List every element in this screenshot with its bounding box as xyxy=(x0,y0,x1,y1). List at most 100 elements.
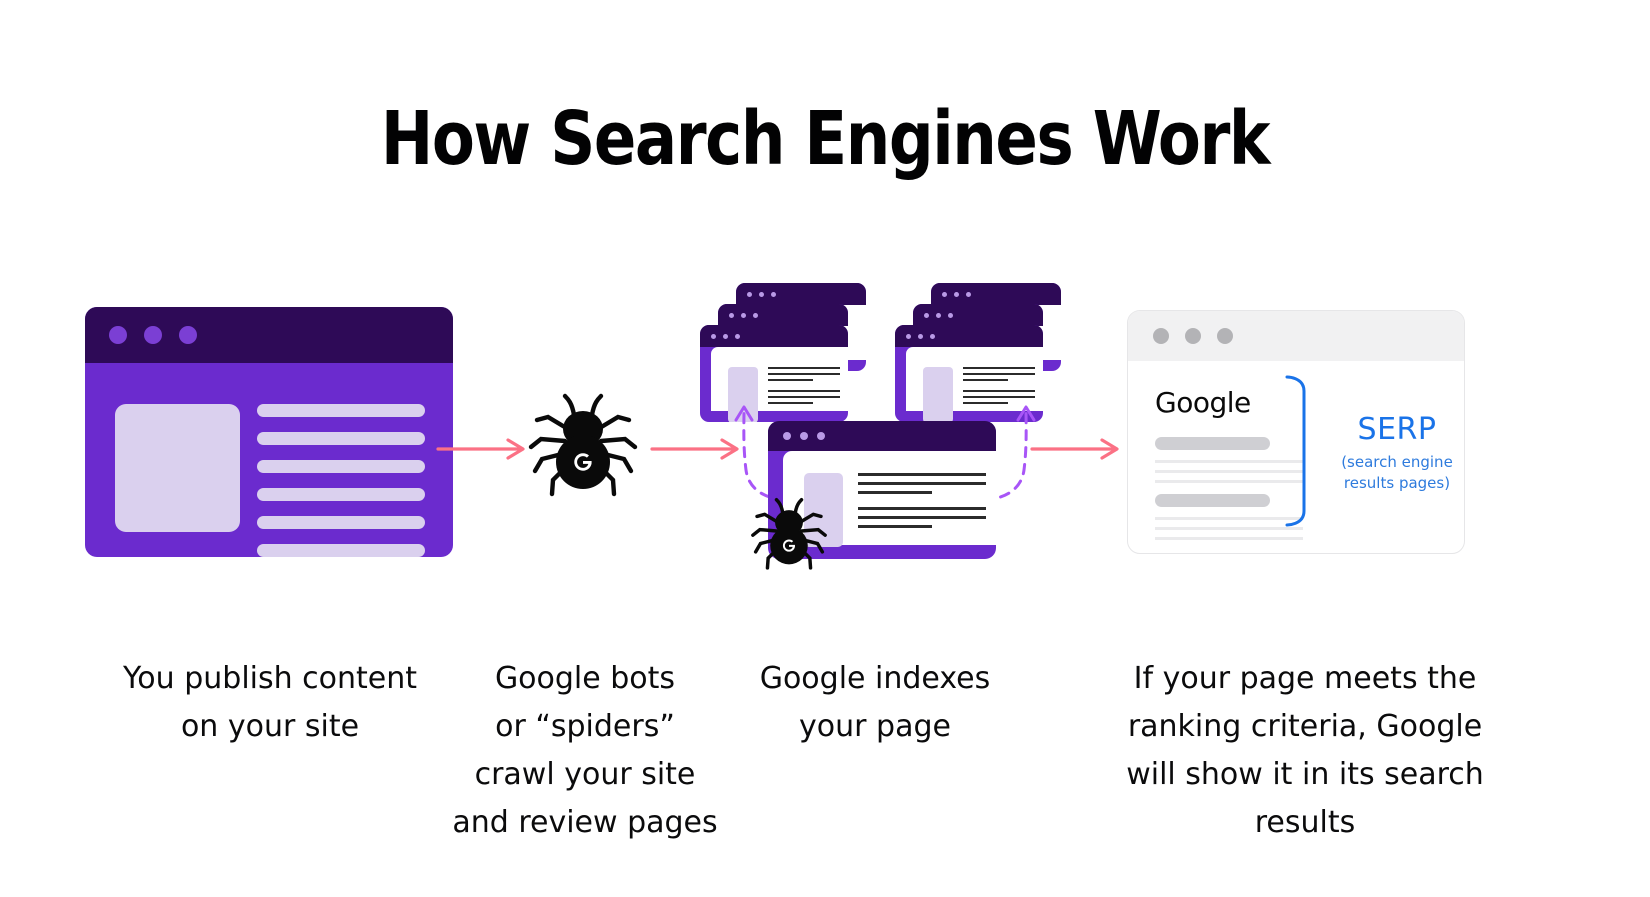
content-line xyxy=(768,367,840,369)
window-titlebar xyxy=(736,283,866,305)
result-title-bar xyxy=(1155,437,1271,450)
page-title: How Search Engines Work xyxy=(380,96,1271,182)
result-snippet-line xyxy=(1155,537,1303,540)
index-window-front xyxy=(700,325,848,422)
window-dot-icon xyxy=(954,291,959,297)
window-dot-icon xyxy=(800,432,808,440)
content-line xyxy=(858,525,933,528)
window-dot-minimize-icon xyxy=(1185,328,1201,344)
result-snippet-line xyxy=(1155,470,1303,473)
window-dot-icon xyxy=(723,333,728,339)
result-snippet-line xyxy=(1155,480,1303,483)
serp-callout: SERP (search engine results pages) xyxy=(1322,412,1472,493)
google-spider-icon xyxy=(528,393,638,497)
window-dot-icon xyxy=(936,312,941,318)
window-titlebar xyxy=(768,421,996,451)
text-group xyxy=(858,473,986,494)
window-titlebar xyxy=(700,325,848,347)
window-dot-icon xyxy=(930,333,935,339)
window-dot-icon xyxy=(948,312,953,318)
publish-browser-window xyxy=(85,307,453,557)
serp-label-subtitle: (search engine results pages) xyxy=(1341,453,1453,492)
window-dot-icon xyxy=(906,333,911,339)
window-dot-icon xyxy=(942,291,947,297)
arrow-right-icon xyxy=(1030,438,1119,460)
step-caption-rank: If your page meets the ranking criteria,… xyxy=(1126,661,1484,840)
text-group xyxy=(768,390,840,404)
content-line xyxy=(768,402,813,404)
content-line xyxy=(768,390,840,392)
text-group xyxy=(963,367,1035,381)
content-line xyxy=(257,488,425,501)
index-window-stack-left xyxy=(700,283,870,422)
content-line xyxy=(858,516,986,519)
window-titlebar xyxy=(895,325,1043,347)
window-titlebar xyxy=(85,307,453,363)
content-line xyxy=(963,373,1035,375)
window-dot-maximize-icon xyxy=(1217,328,1233,344)
content-line xyxy=(257,404,425,417)
content-line xyxy=(858,473,986,476)
arrow-right-icon xyxy=(436,438,525,460)
content-line xyxy=(963,402,1008,404)
window-dot-icon xyxy=(747,291,752,297)
content-line xyxy=(963,390,1035,392)
serp-browser-window: Google xyxy=(1127,310,1465,554)
content-line xyxy=(257,516,425,529)
step-caption-publish: You publish content on your site xyxy=(122,661,418,744)
window-content xyxy=(711,347,848,422)
content-image-placeholder xyxy=(923,367,953,422)
window-dot-minimize-icon xyxy=(144,326,162,344)
text-group xyxy=(963,390,1035,404)
content-text-lines xyxy=(858,473,986,541)
content-line xyxy=(963,379,1008,381)
content-line xyxy=(257,544,425,557)
result-snippet-line xyxy=(1155,527,1303,530)
text-group xyxy=(858,507,986,528)
window-dot-icon xyxy=(918,333,923,339)
content-line xyxy=(257,460,425,473)
window-dot-close-icon xyxy=(1153,328,1169,344)
step-caption-index: Google indexes your page xyxy=(759,661,991,744)
window-dot-icon xyxy=(817,432,825,440)
result-snippet-line xyxy=(1155,517,1303,520)
content-line xyxy=(768,379,813,381)
index-window-front xyxy=(895,325,1043,422)
result-title-bar xyxy=(1155,494,1271,507)
search-result-item[interactable] xyxy=(1155,494,1303,547)
window-dot-icon xyxy=(741,312,746,318)
window-dot-icon xyxy=(729,312,734,318)
result-snippet-line xyxy=(1155,460,1303,463)
text-group xyxy=(768,367,840,381)
google-logo: Google xyxy=(1155,386,1251,419)
search-result-item[interactable] xyxy=(1155,437,1303,490)
content-line xyxy=(768,373,840,375)
window-dot-icon xyxy=(966,291,971,297)
index-window-stack-right xyxy=(895,283,1065,422)
window-dot-icon xyxy=(783,432,791,440)
content-line xyxy=(963,367,1035,369)
indexed-page-window xyxy=(768,421,996,559)
step-caption-crawl: Google bots or “spiders” crawl your site… xyxy=(452,661,718,840)
window-dot-icon xyxy=(753,312,758,318)
content-line xyxy=(858,491,933,494)
window-dot-maximize-icon xyxy=(179,326,197,344)
window-dot-icon xyxy=(711,333,716,339)
arrow-right-icon xyxy=(650,438,739,460)
window-dot-icon xyxy=(735,333,740,339)
brace-bracket-icon xyxy=(1285,375,1306,527)
window-titlebar xyxy=(1128,311,1464,361)
google-spider-icon xyxy=(751,497,827,570)
content-image-placeholder xyxy=(115,404,240,532)
window-titlebar xyxy=(718,304,848,326)
content-line xyxy=(257,432,425,445)
content-line xyxy=(768,396,840,398)
content-line xyxy=(858,482,986,485)
window-content xyxy=(906,347,1043,422)
window-titlebar xyxy=(931,283,1061,305)
window-dot-icon xyxy=(759,291,764,297)
content-line xyxy=(858,507,986,510)
content-text-lines xyxy=(768,367,840,413)
illustration-stage: Google SERP (search engine results pages… xyxy=(85,283,1472,570)
